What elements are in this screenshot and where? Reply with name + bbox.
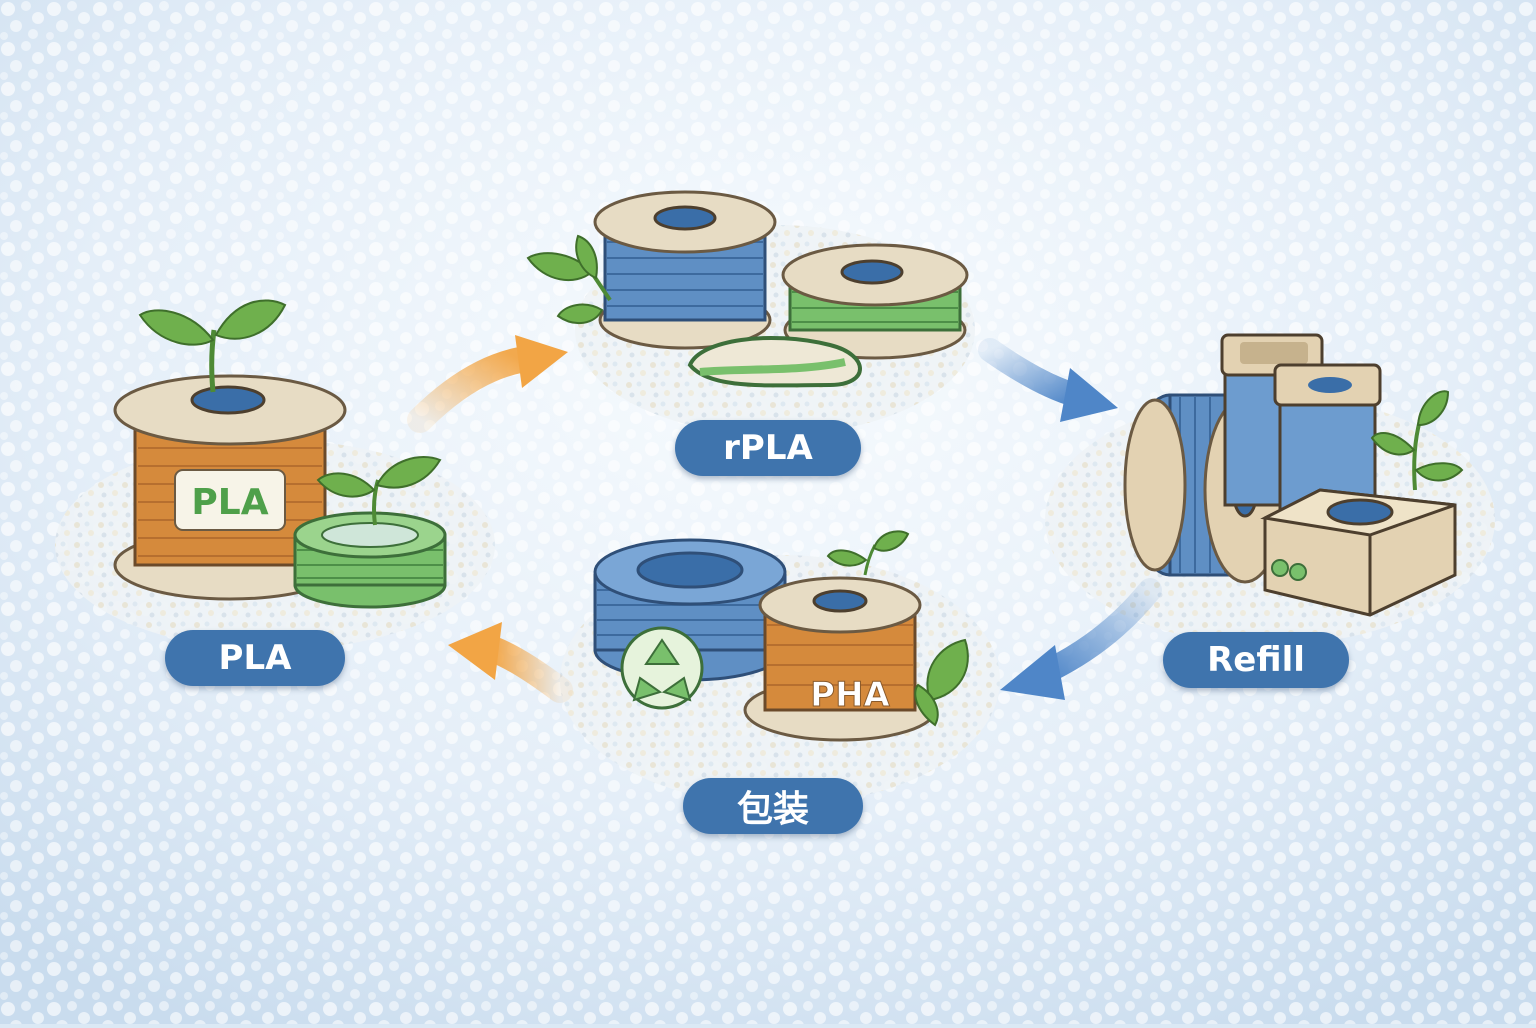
leaf-icon [526,252,594,282]
leaf-icon [214,299,287,340]
arrow-cjk-to-pla [448,622,573,703]
rpla-filament-loop [687,335,862,388]
leaf-icon [375,456,442,489]
label-refill: Refill [1163,632,1349,688]
rpla-leaves [526,234,612,325]
leaf-icon [575,234,598,280]
leaf-icon [316,472,376,498]
recycle-icon [620,626,704,710]
leaf-icon [1370,432,1416,456]
arrow-refill-to-cjk [1000,578,1162,700]
leaf-icon [926,638,969,702]
label-packaging: 包装 [683,778,863,834]
label-rpla: rPLA [675,420,861,476]
leaf-icon [872,530,910,552]
rpla-blue-spool [593,190,777,350]
pha-leaves [826,530,969,727]
refill-box [1260,488,1457,617]
pla-spool-group: PLA [113,374,347,601]
leaf-icon [1414,462,1464,482]
pha-spool-group: PHA [743,576,937,742]
leaf-icon [914,683,939,727]
pha-spool-label: PHA [810,675,890,715]
leaf-icon [138,309,215,346]
leaf-icon [826,549,868,567]
label-pla: PLA [165,630,345,686]
refill-leaves [1370,390,1464,491]
pla-green-coil [293,456,447,609]
leaf-icon [1416,390,1450,427]
pla-sprout [138,299,287,393]
arrow-rpla-to-refill [978,338,1118,422]
arrow-pla-to-rpla [407,335,568,433]
leaf-icon [556,303,604,325]
pla-spool-label: PLA [191,482,268,523]
